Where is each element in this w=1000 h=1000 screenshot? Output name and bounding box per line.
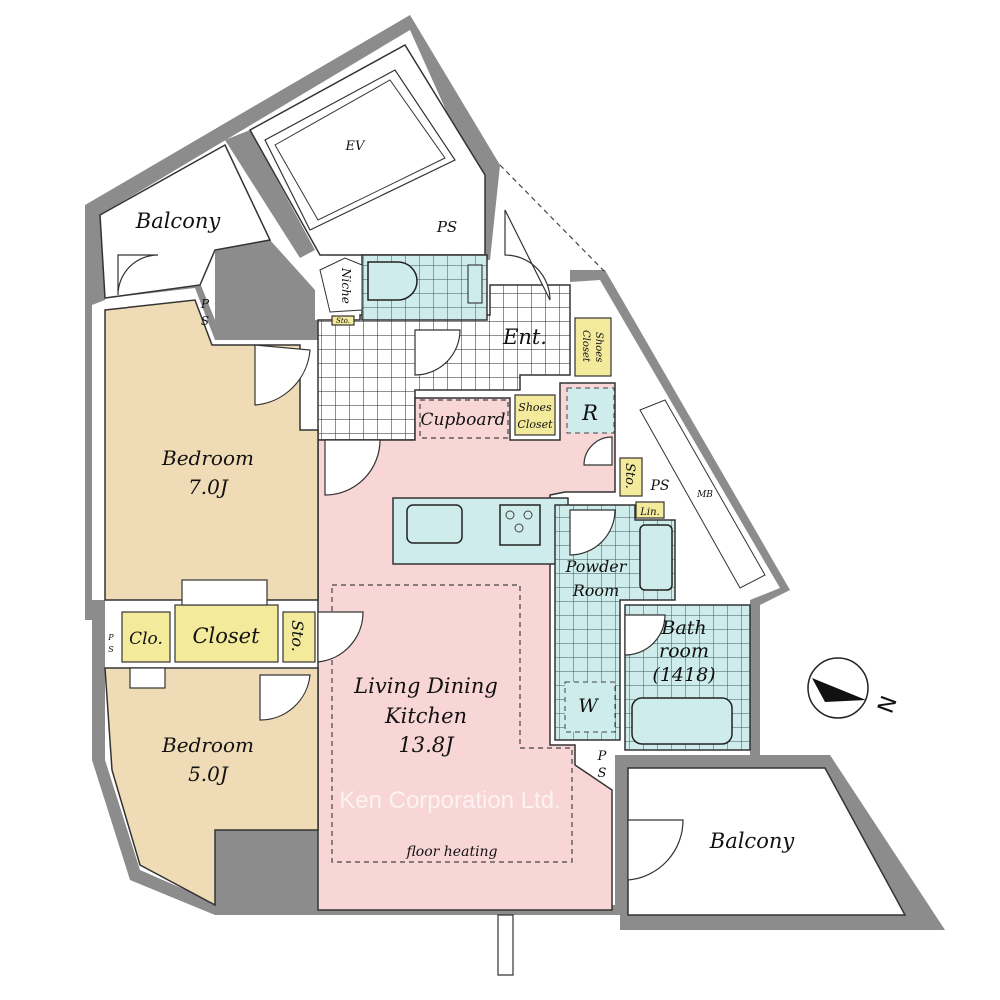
label-shoes-closet-2a: Shoes [518, 401, 552, 414]
niche [319, 257, 363, 313]
label-ps-bath-a: P [597, 749, 607, 764]
label-ps-top: PS [436, 218, 457, 236]
label-bath-c: (1418) [652, 664, 715, 686]
label-balcony-top: Balcony [135, 209, 222, 233]
label-sto-small: Sto. [336, 317, 350, 325]
label-ps-right: PS [649, 478, 669, 494]
label-cupboard: Cupboard [420, 410, 505, 430]
washer-space [564, 681, 616, 733]
label-bath-b: room [659, 640, 709, 662]
label-shoes-closet-1a: Shoes [593, 332, 604, 362]
label-ldk-a: Living Dining [353, 674, 498, 698]
label-powder-b: Room [572, 581, 619, 600]
bedroom-5j [104, 667, 319, 907]
sink-icon [406, 504, 463, 544]
label-mb: MB [696, 490, 713, 500]
label-ps-bath-b: S [598, 766, 607, 781]
storage-blocks [121, 315, 665, 663]
label-ps-left-a: P [107, 633, 114, 642]
label-balcony-right: Balcony [709, 829, 796, 853]
label-powder-a: Powder [565, 557, 628, 576]
balcony-top-left [99, 143, 272, 299]
stove-icon [499, 504, 541, 546]
label-niche: Niche [339, 267, 353, 304]
compass-north-label: N [874, 693, 903, 717]
label-bath-a: Bath [660, 617, 706, 639]
doors[interactable] [117, 209, 684, 976]
label-shoes-closet-2b: Closet [517, 418, 553, 431]
label-washer: W [578, 695, 599, 717]
bathtub-icon [631, 697, 733, 745]
label-shoes-closet-1b: Closet [580, 330, 591, 363]
label-floor-heating: floor heating [405, 844, 497, 860]
label-closet-small: Clo. [129, 629, 163, 649]
label-ps-left-b: S [108, 645, 114, 654]
label-bedroom1-b: 7.0J [188, 475, 229, 499]
elevator-shaft [248, 43, 486, 256]
label-bedroom1-a: Bedroom [161, 446, 254, 470]
label-linen: Lin. [639, 507, 659, 518]
mb-shaft [639, 399, 766, 589]
label-refrigerator: R [581, 401, 598, 425]
outer-walls [85, 15, 945, 930]
wash-basin-icon [639, 524, 673, 591]
kitchen-counter [392, 497, 569, 565]
label-ev: EV [345, 139, 366, 154]
label-ps-bedroom-b: S [201, 314, 209, 328]
label-bedroom2-a: Bedroom [161, 733, 254, 757]
compass: N [807, 657, 903, 719]
label-ldk-c: 13.8J [398, 733, 455, 757]
refrigerator-space [566, 387, 615, 434]
label-bedroom2-b: 5.0J [188, 762, 229, 786]
label-closet: Closet [192, 624, 260, 648]
label-entrance: Ent. [502, 325, 547, 349]
watermark: Ken Corporation Ltd. [339, 787, 560, 814]
label-ps-bedroom-a: P [200, 297, 210, 311]
room-labels: Balcony EV PS Niche Sto. Ent. Shoes Clos… [107, 139, 795, 860]
label-sto-bedroom: Sto. [288, 620, 307, 652]
toilet-room [361, 254, 488, 321]
north-arrow-icon [812, 678, 866, 702]
label-ldk-b: Kitchen [384, 704, 467, 728]
label-sto-kitchen: Sto. [622, 463, 637, 489]
